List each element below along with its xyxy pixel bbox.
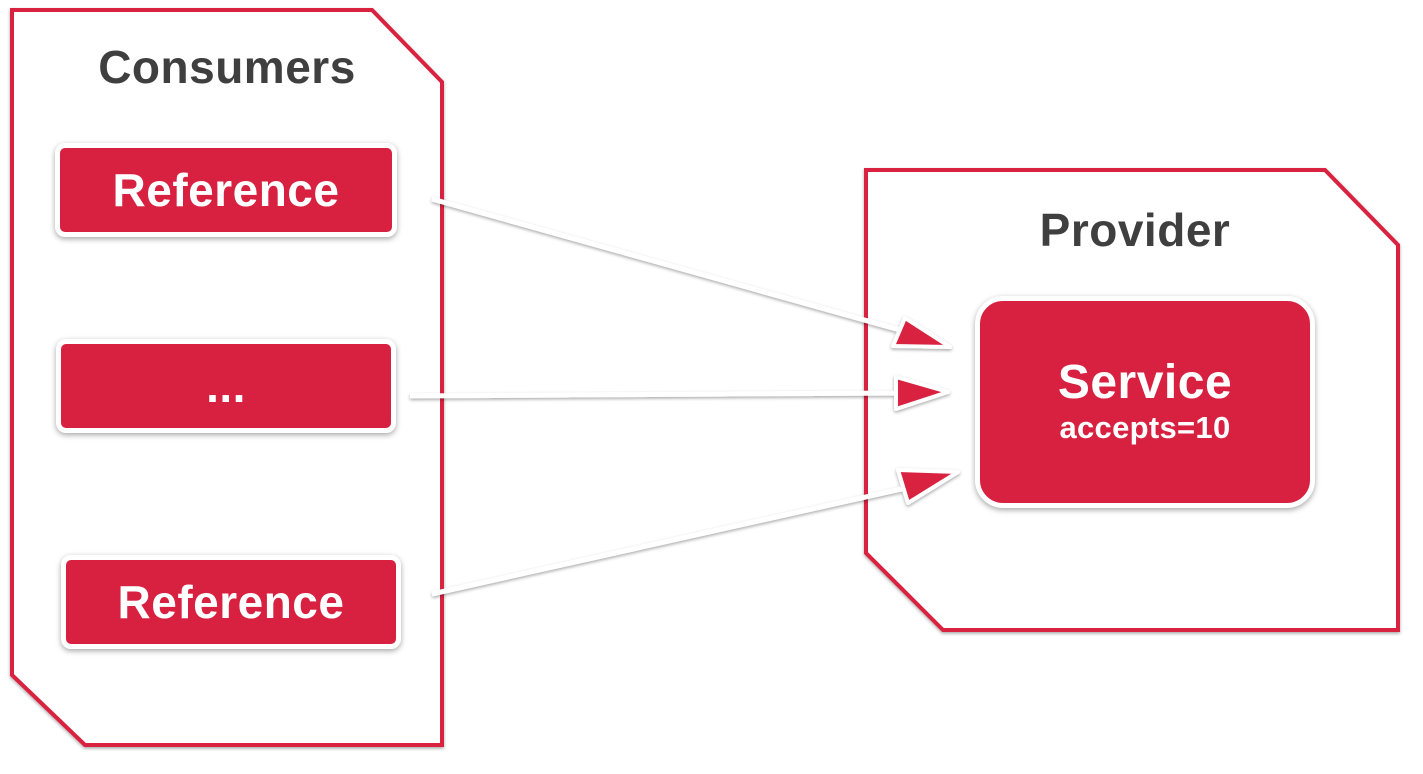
consumer-reference-box-1: Reference [55, 143, 397, 237]
arrow-line-middle [409, 390, 897, 399]
arrow-head-bottom [896, 468, 960, 505]
consumers-title: Consumers [98, 41, 356, 93]
arrow-head-middle [894, 375, 950, 411]
service-label: Service [1057, 356, 1233, 410]
consumer-ellipsis-box: ... [56, 339, 396, 433]
arrows [409, 196, 960, 597]
arrow-line-top [431, 196, 901, 333]
arrow-head-top [891, 316, 952, 349]
consumer-reference-label: Reference [117, 576, 345, 628]
consumer-reference-label: Reference [112, 164, 340, 216]
consumer-ellipsis-label: ... [206, 360, 246, 412]
provider-service-box: Service accepts=10 [975, 296, 1315, 508]
service-accepts-label: accepts=10 [1059, 409, 1231, 445]
consumer-reference-box-2: Reference [61, 555, 401, 649]
provider-title: Provider [1039, 204, 1231, 256]
arrow-line-bottom [431, 485, 907, 597]
